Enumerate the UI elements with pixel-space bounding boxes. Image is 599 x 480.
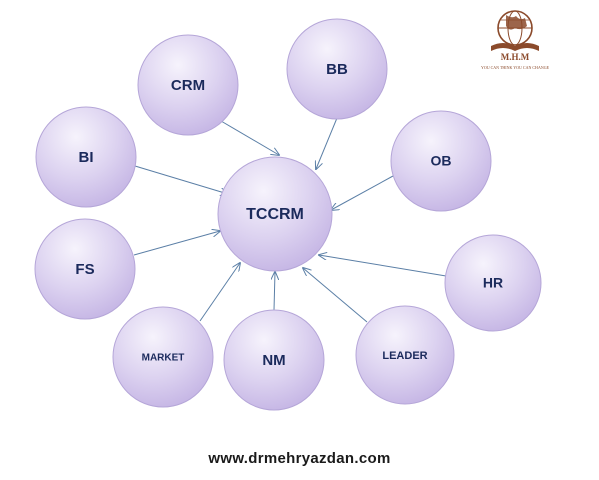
- node-leader: LEADER: [355, 305, 455, 405]
- arrow-hr-to-tccrm: [319, 255, 447, 277]
- node-fs-label: FS: [75, 261, 94, 278]
- open-book-icon: [491, 43, 539, 51]
- node-hr-label: HR: [483, 275, 503, 291]
- node-leader-label: LEADER: [382, 350, 427, 362]
- center-node-label: TCCRM: [246, 206, 304, 223]
- arrow-bi-to-tccrm: [134, 165, 228, 194]
- website-url[interactable]: www.drmehryazdan.com: [208, 450, 391, 467]
- center-node-tccrm: TCCRM: [217, 156, 333, 272]
- node-nm-label: NM: [262, 352, 285, 369]
- arrow-ob-to-tccrm: [331, 175, 394, 210]
- node-bi-label: BI: [79, 149, 94, 166]
- connector-arrows: [133, 117, 447, 323]
- node-bb-label: BB: [326, 61, 348, 78]
- arrow-crm-to-tccrm: [220, 120, 279, 155]
- logo-tagline: YOU CAN THINK YOU CAN CHANGE: [481, 65, 550, 70]
- node-crm: CRM: [137, 34, 239, 136]
- logo-title: M.H.M: [501, 52, 530, 62]
- node-hr: HR: [444, 234, 542, 332]
- node-crm-label: CRM: [171, 77, 205, 94]
- arrow-nm-to-tccrm: [274, 272, 275, 311]
- arrow-bb-to-tccrm: [316, 117, 338, 169]
- node-fs: FS: [34, 218, 136, 320]
- node-ob-label: OB: [431, 153, 452, 169]
- globe-icon: [497, 10, 533, 46]
- arrow-fs-to-tccrm: [133, 231, 220, 256]
- node-bi: BI: [35, 106, 137, 208]
- arrow-market-to-tccrm: [199, 263, 240, 322]
- node-ob: OB: [390, 110, 492, 212]
- node-nm: NM: [223, 309, 325, 411]
- arrow-leader-to-tccrm: [303, 268, 368, 323]
- mhm-logo: M.H.M YOU CAN THINK YOU CAN CHANGE: [481, 10, 550, 70]
- node-market: MARKET: [112, 306, 214, 408]
- node-bb: BB: [286, 18, 388, 120]
- node-market-label: MARKET: [142, 353, 185, 364]
